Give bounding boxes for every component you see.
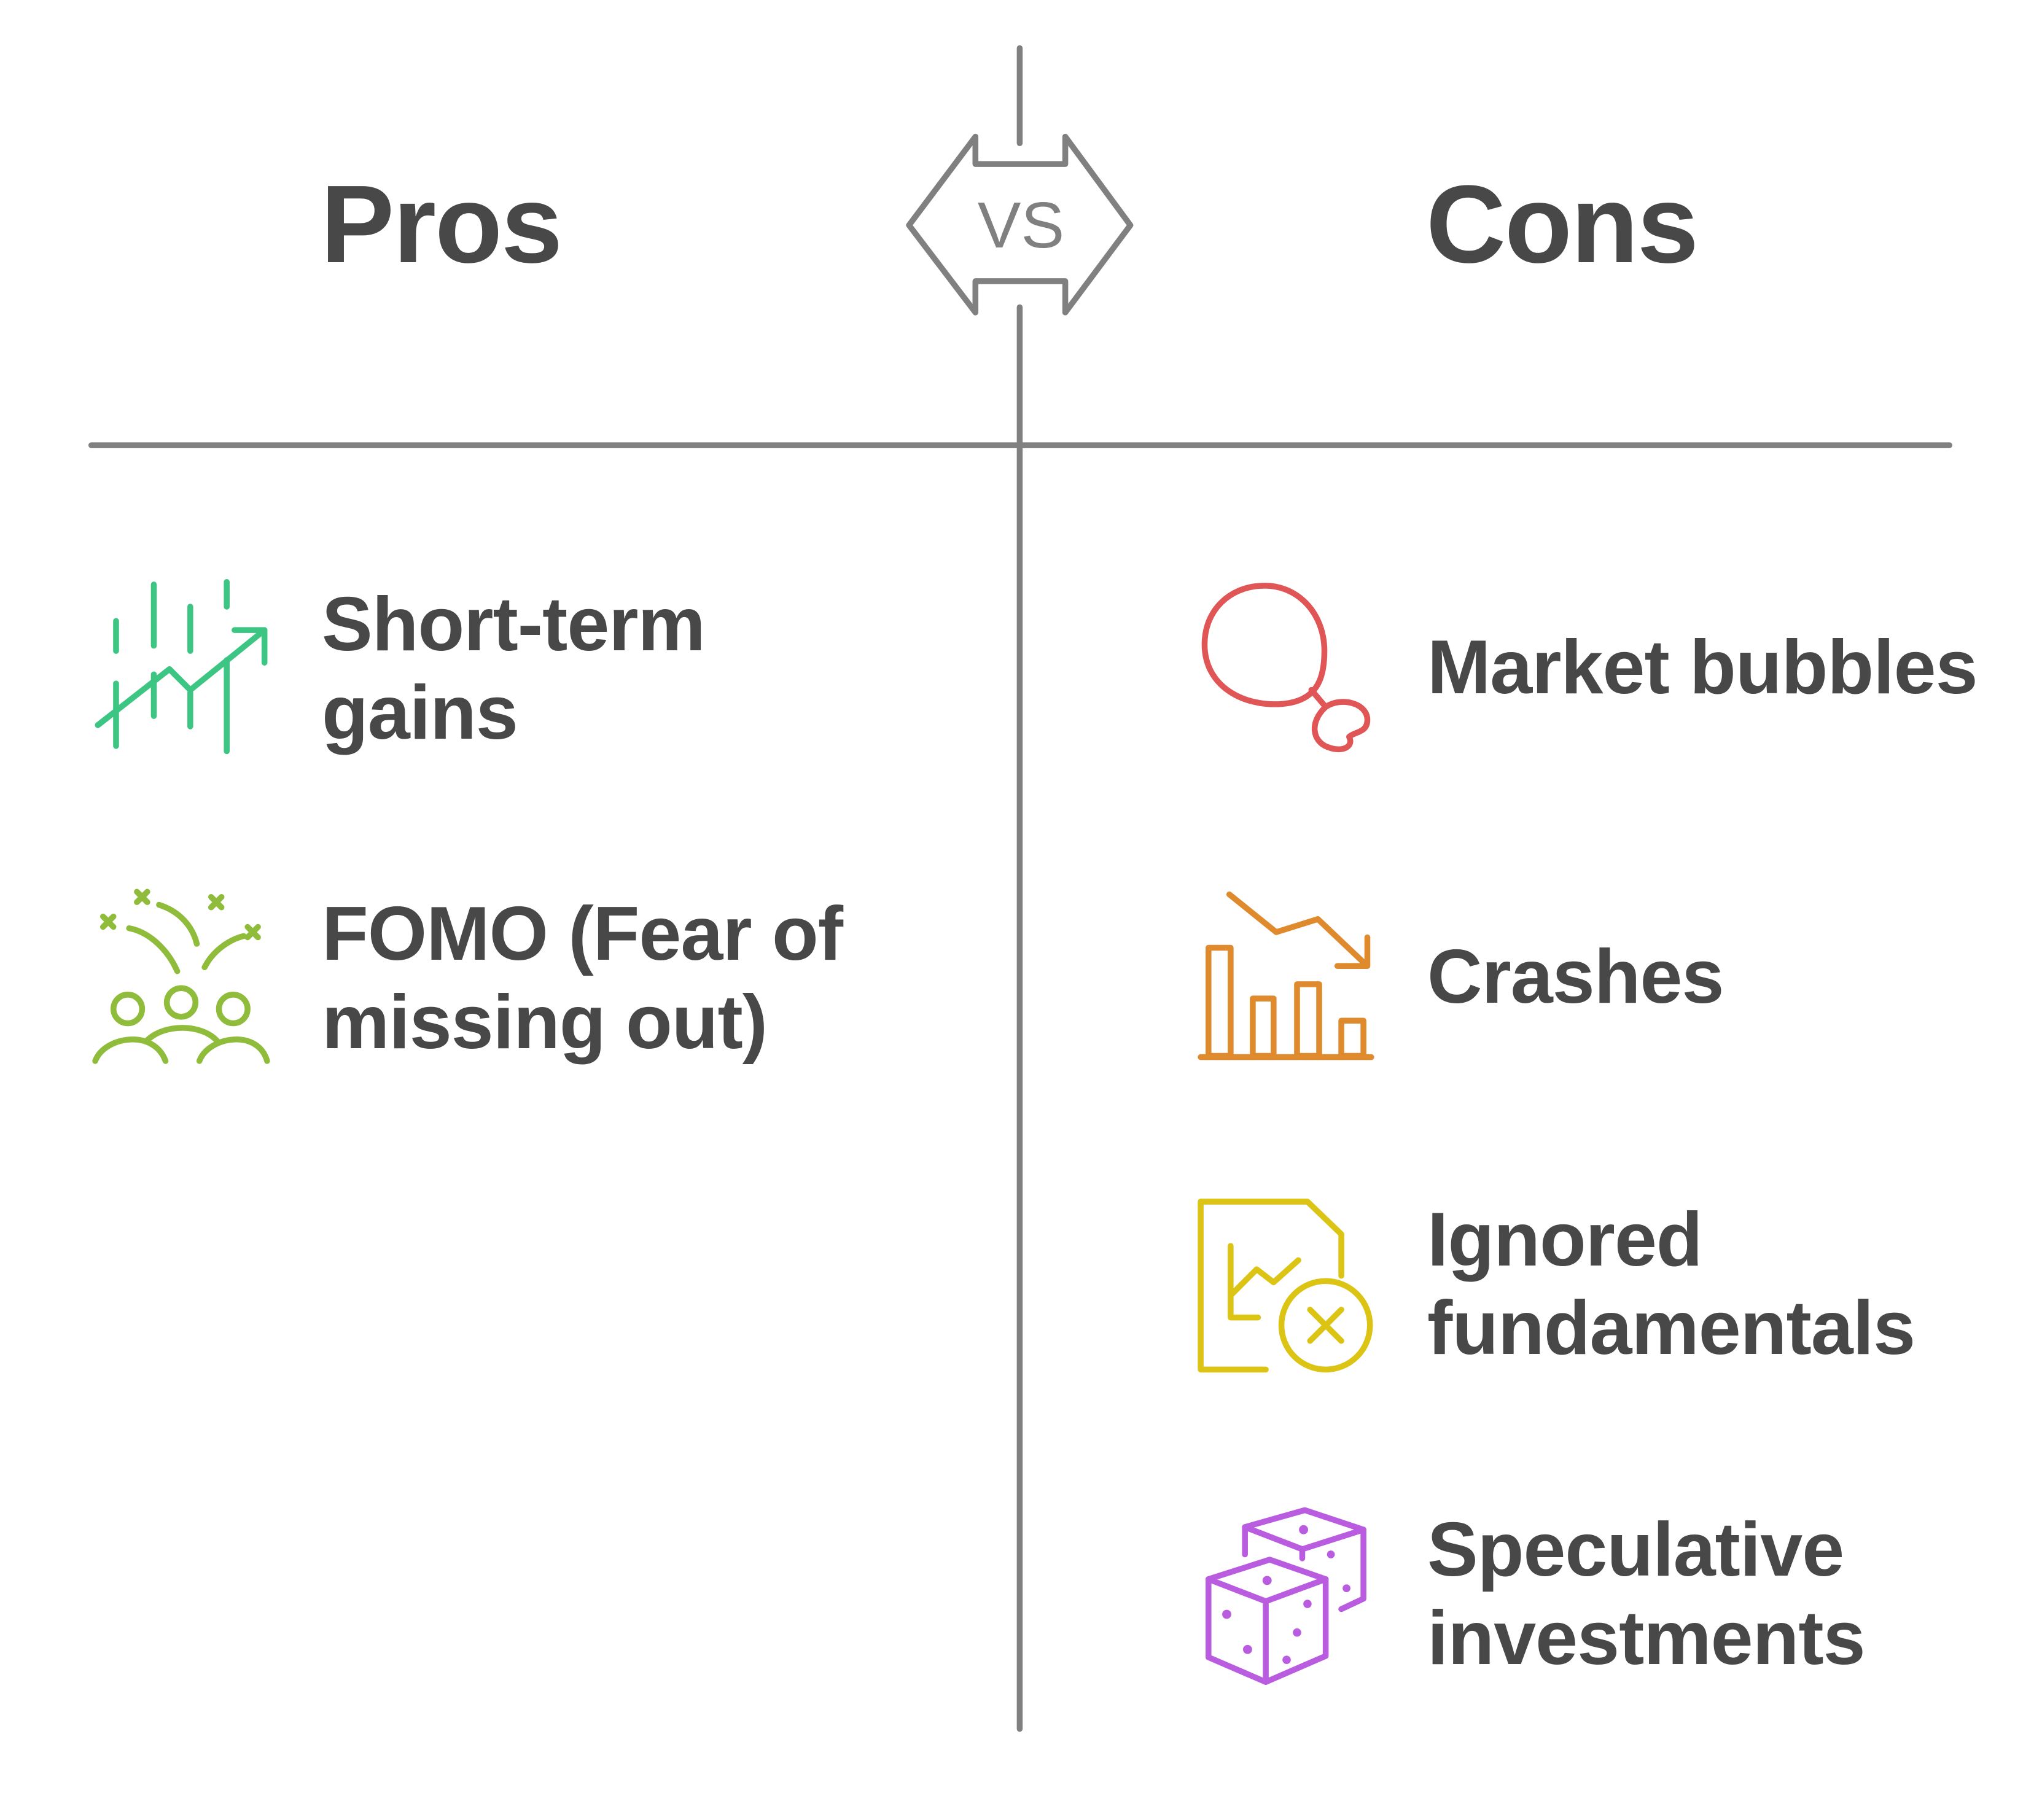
con-item-line: Market bubbles — [1427, 625, 1978, 710]
con-item-line: Crashes — [1427, 935, 1724, 1019]
crowd-celebration-icon — [92, 889, 270, 1064]
vs-arrow-icon: VS — [906, 133, 1134, 316]
pro-item-line: FOMO (Fear of — [322, 892, 843, 976]
cons-title: Cons — [1426, 163, 1699, 286]
pro-item-short-term-gains: Short-term gains — [322, 580, 706, 757]
pro-item-line: Short-term — [322, 582, 706, 667]
con-item-line: Speculative — [1427, 1507, 1844, 1592]
trending-up-chart-icon — [95, 578, 268, 755]
con-item-crashes: Crashes — [1427, 933, 1724, 1021]
pro-item-fomo: FOMO (Fear of missing out) — [322, 890, 843, 1067]
con-item-line: fundamentals — [1427, 1286, 1915, 1371]
pro-item-line: gains — [322, 671, 518, 755]
con-item-ignored-fundamentals: Ignored fundamentals — [1427, 1196, 1915, 1372]
con-item-line: investments — [1427, 1596, 1866, 1681]
pro-item-line: missing out) — [322, 980, 768, 1065]
vs-label: VS — [978, 189, 1064, 262]
dice-icon — [1206, 1507, 1366, 1686]
con-item-market-bubbles: Market bubbles — [1427, 623, 1978, 712]
pros-title: Pros — [321, 163, 563, 286]
document-chart-cancel-icon — [1198, 1199, 1373, 1373]
divider-lines — [88, 45, 1952, 1732]
con-item-line: Ignored — [1427, 1197, 1703, 1282]
balloon-icon — [1201, 583, 1371, 752]
falling-bar-chart-icon — [1198, 891, 1374, 1060]
con-item-speculative-investments: Speculative investments — [1427, 1506, 1866, 1682]
